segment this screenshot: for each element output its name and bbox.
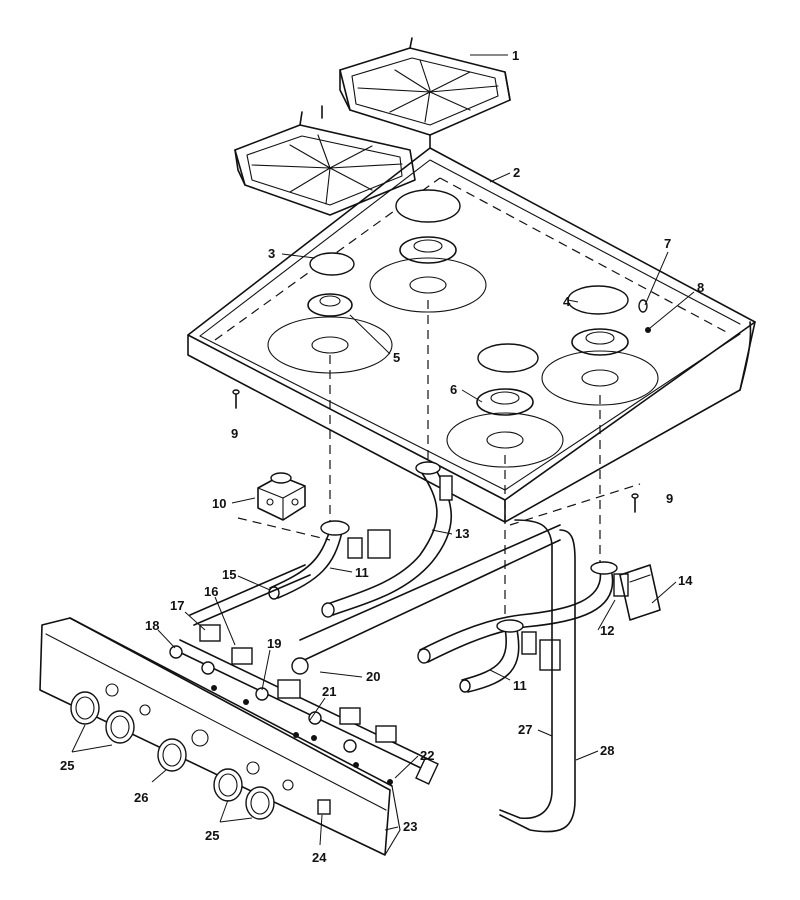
callout-6: 6 [450, 382, 457, 397]
burner-cap-rear-left [395, 189, 461, 223]
panel-holes [105, 683, 294, 791]
callout-20: 20 [366, 669, 380, 684]
callout-21: 21 [322, 684, 336, 699]
callout-13: 13 [455, 526, 469, 541]
callout-9-right: 9 [666, 491, 673, 506]
callout-25-left: 25 [60, 758, 74, 773]
callout-4: 4 [563, 294, 571, 309]
cooktop-panel [187, 147, 756, 523]
callout-2: 2 [513, 165, 520, 180]
burner-grate-front [234, 105, 416, 216]
callout-12: 12 [600, 623, 614, 638]
pressure-regulator [257, 472, 306, 521]
callout-11-right: 11 [513, 678, 527, 693]
burner-tube-12 [417, 561, 629, 664]
screws-lower [211, 685, 393, 785]
burner-grate-rear [339, 37, 511, 149]
burner-tube-13 [321, 461, 453, 618]
gas-tube-27 [499, 519, 553, 819]
callout-25-right: 25 [205, 828, 219, 843]
callout-22: 22 [420, 748, 434, 763]
screw-part-8 [645, 327, 651, 333]
burner-rear-right [541, 328, 659, 406]
callout-10: 10 [212, 496, 226, 511]
callout-15: 15 [222, 567, 236, 582]
burner-cap-front-right [477, 343, 539, 373]
callout-14: 14 [678, 573, 693, 588]
callout-28: 28 [600, 743, 614, 758]
control-panel [39, 617, 401, 856]
burner-cap-front-left [309, 252, 355, 276]
burner-cap-rear-right [567, 285, 629, 315]
callout-23: 23 [403, 819, 417, 834]
burner-front-right [446, 388, 564, 468]
burner-rear-left [369, 236, 487, 313]
gas-tube-28 [499, 529, 576, 833]
callout-18: 18 [145, 618, 159, 633]
callout-7: 7 [664, 236, 671, 251]
gas-supply-tube [299, 524, 561, 663]
callout-17: 17 [170, 598, 184, 613]
screw-part-9-left [232, 389, 240, 409]
callout-26: 26 [134, 790, 148, 805]
control-knobs [70, 691, 275, 820]
callout-9-left: 9 [231, 426, 238, 441]
callout-16: 16 [204, 584, 218, 599]
callout-19: 19 [267, 636, 281, 651]
screw-part-7 [638, 299, 648, 313]
assembly-guide-lines [237, 300, 641, 630]
burner-tube-11-right [459, 619, 561, 693]
screw-part-9-right [631, 493, 639, 513]
igniter-switch [317, 799, 331, 815]
callout-1: 1 [512, 48, 519, 63]
callout-27: 27 [518, 722, 532, 737]
callout-11-left: 11 [355, 565, 369, 580]
callout-labels: 1 2 3 4 5 6 7 8 9 9 10 11 11 12 13 14 15… [60, 48, 704, 865]
bracket-part-14 [619, 564, 661, 621]
callout-8: 8 [697, 280, 704, 295]
callout-3: 3 [268, 246, 275, 261]
leader-lines [71, 54, 695, 846]
callout-24: 24 [312, 850, 327, 865]
gas-valves [169, 624, 397, 753]
tube-part-15 [189, 564, 311, 626]
callout-5: 5 [393, 350, 400, 365]
